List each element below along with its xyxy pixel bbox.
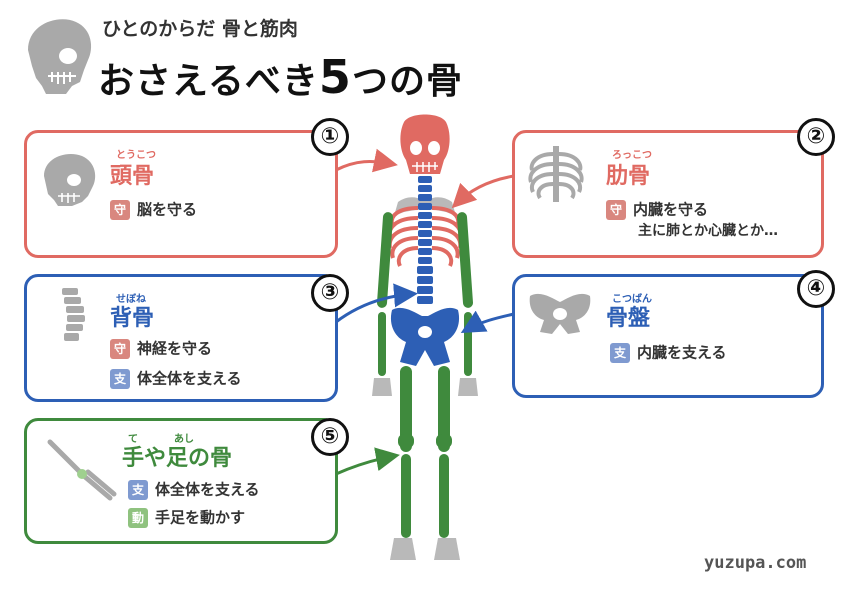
support-tag: 支 <box>610 342 630 363</box>
support-tag: 支 <box>128 479 148 500</box>
page-title: おさえるべき5つの骨 <box>98 50 463 104</box>
reading-skull: とうこつ <box>116 150 156 161</box>
arrow-limbs <box>335 447 400 476</box>
title-number: 5 <box>318 50 352 104</box>
reading-spine: せぼね <box>116 294 146 305</box>
function-limbs-2: 動手足を動かす <box>128 506 245 528</box>
protect-tag: 守 <box>110 199 130 220</box>
badge-5: ⑤ <box>311 418 349 456</box>
bone-name-ribs: 肋骨 <box>606 164 651 189</box>
function-spine-2: 支体全体を支える <box>110 367 242 389</box>
bone-name-limbs: 手や足の骨 <box>122 446 233 471</box>
pelvis-icon <box>529 293 591 334</box>
move-tag: 動 <box>128 507 148 528</box>
badge-4: ④ <box>797 270 835 308</box>
arrow-ribs <box>451 174 515 209</box>
function-spine-1: 守神経を守る <box>110 337 212 359</box>
function-skull-1: 守脳を守る <box>110 198 197 220</box>
reading-pelvis: こつばん <box>612 294 652 305</box>
page-subtitle: ひとのからだ 骨と筋肉 <box>102 18 298 40</box>
support-tag: 支 <box>110 368 130 389</box>
skull-header-icon <box>28 19 92 95</box>
ribcage-icon <box>528 146 584 202</box>
skeleton-arms <box>372 212 478 396</box>
function-pelvis-1: 支内臓を支える <box>610 341 727 363</box>
arrow-pelvis <box>460 310 515 333</box>
reading-hand: て <box>128 434 138 445</box>
spine-icon <box>62 288 85 341</box>
leg-bone-icon <box>47 439 117 501</box>
protect-tag: 守 <box>606 199 626 220</box>
skeleton-figure <box>372 114 478 560</box>
card-pelvis <box>512 274 824 398</box>
function-ribs-1: 守内臓を守る <box>606 198 708 220</box>
bone-name-spine: 背骨 <box>110 306 155 331</box>
skull-icon <box>44 154 96 206</box>
arrow-skull <box>335 148 398 173</box>
reading-foot: あし <box>174 434 194 445</box>
protect-tag: 守 <box>110 338 130 359</box>
ribs-note: 主に肺とか心臓とか… <box>638 223 778 239</box>
badge-2: ② <box>797 118 835 156</box>
bone-name-skull: 頭骨 <box>110 164 155 189</box>
badge-3: ③ <box>311 274 349 312</box>
card-ribs <box>512 130 824 258</box>
skeleton-skull <box>400 114 450 174</box>
arrow-spine <box>335 283 418 324</box>
reading-ribs: ろっこつ <box>612 150 652 161</box>
card-limbs <box>24 418 338 544</box>
badge-1: ① <box>311 118 349 156</box>
bone-name-pelvis: 骨盤 <box>606 306 651 331</box>
site-credit: yuzupa.com <box>704 553 807 573</box>
function-limbs-1: 支体全体を支える <box>128 478 260 500</box>
skeleton-legs <box>390 366 460 560</box>
skeleton-spine <box>417 176 433 304</box>
